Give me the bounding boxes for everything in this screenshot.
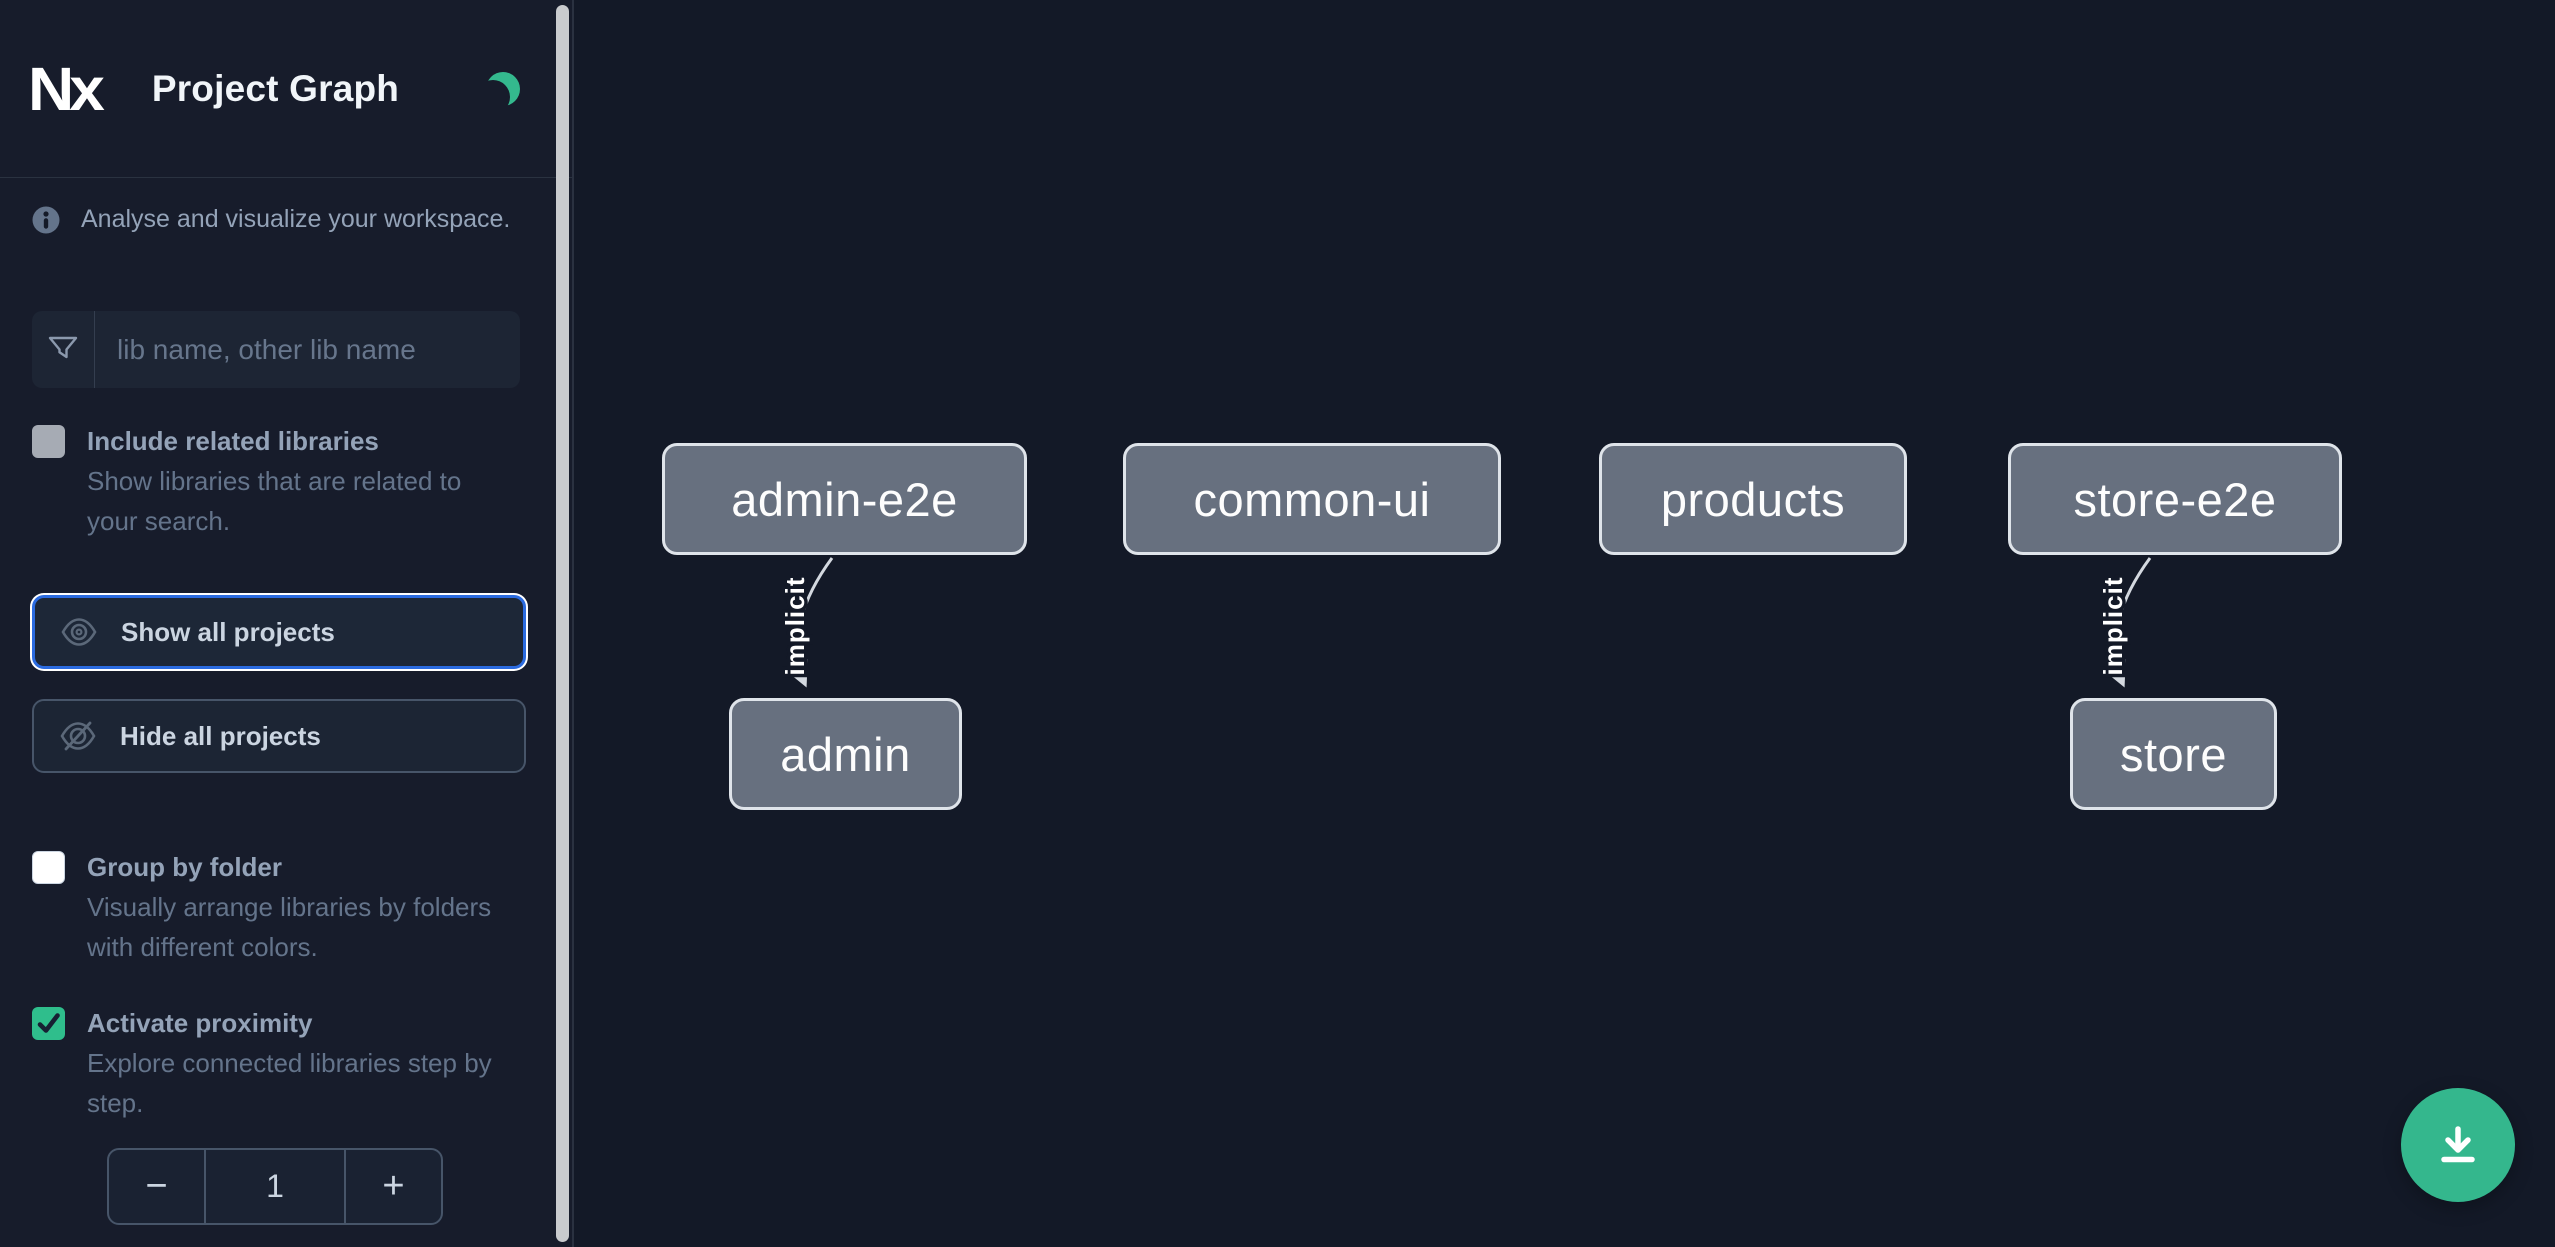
- eye-icon: [61, 618, 97, 646]
- sidebar-header: Nx Project Graph: [0, 0, 572, 178]
- node-admin-e2e[interactable]: admin-e2e: [662, 443, 1027, 555]
- include-related-label: Include related libraries: [87, 426, 379, 456]
- filter-input[interactable]: [95, 311, 520, 388]
- node-products[interactable]: products: [1599, 443, 1907, 555]
- node-common-ui[interactable]: common-ui: [1123, 443, 1501, 555]
- checkmark-icon: [37, 1013, 60, 1033]
- sidebar-scrollbar[interactable]: [556, 5, 569, 1242]
- group-by-folder-checkbox[interactable]: [32, 851, 65, 884]
- theme-toggle-moon-icon[interactable]: [486, 72, 520, 106]
- hide-all-projects-button[interactable]: Hide all projects: [32, 699, 526, 773]
- proximity-depth-value: 1: [266, 1168, 284, 1204]
- intro-text: Analyse and visualize your workspace.: [81, 205, 511, 233]
- edge-admin-e2e-to-admin: implicit: [777, 557, 834, 688]
- include-related-description: Show libraries that are related to your …: [87, 466, 462, 536]
- node-store-e2e[interactable]: store-e2e: [2008, 443, 2342, 555]
- include-related-row: Include related libraries Show libraries…: [32, 423, 540, 541]
- info-icon: [32, 206, 60, 233]
- funnel-icon: [48, 336, 78, 358]
- download-graph-button[interactable]: [2401, 1088, 2515, 1202]
- filter-icon-cell: [32, 311, 95, 388]
- show-all-projects-button[interactable]: Show all projects: [32, 595, 526, 669]
- activate-proximity-description: Explore connected libraries step by step…: [87, 1048, 492, 1118]
- graph-canvas[interactable]: implicit implicit admin-e2e common-ui pr…: [574, 0, 2555, 1247]
- sidebar: Nx Project Graph Analyse and visualize y…: [0, 0, 574, 1247]
- eye-off-icon: [60, 721, 96, 751]
- graph-edges: implicit implicit: [777, 557, 2152, 688]
- proximity-increment-button[interactable]: +: [344, 1150, 441, 1223]
- show-all-projects-label: Show all projects: [121, 616, 335, 647]
- download-icon: [2441, 1126, 2475, 1163]
- nx-logo: Nx: [28, 53, 105, 124]
- edge-label-implicit: implicit: [2098, 576, 2128, 675]
- edge-label-implicit: implicit: [780, 576, 810, 675]
- page-title: Project Graph: [151, 67, 400, 109]
- group-by-folder-label: Group by folder: [87, 852, 282, 882]
- include-related-checkbox[interactable]: [32, 425, 65, 458]
- activate-proximity-checkbox[interactable]: [32, 1007, 65, 1040]
- filter-bar: [32, 311, 520, 388]
- proximity-depth-stepper: − 1 +: [107, 1148, 443, 1225]
- proximity-decrement-button[interactable]: −: [109, 1150, 206, 1223]
- node-admin[interactable]: admin: [729, 698, 962, 810]
- intro-row: Analyse and visualize your workspace.: [32, 205, 540, 234]
- edge-store-e2e-to-store: implicit: [2095, 557, 2152, 688]
- activate-proximity-row: Activate proximity Explore connected lib…: [32, 1005, 540, 1123]
- hide-all-projects-label: Hide all projects: [120, 720, 321, 751]
- node-store[interactable]: store: [2070, 698, 2277, 810]
- sidebar-body: Analyse and visualize your workspace. In…: [0, 205, 572, 1225]
- group-by-folder-description: Visually arrange libraries by folders wi…: [87, 892, 492, 962]
- group-by-folder-row: Group by folder Visually arrange librari…: [32, 849, 540, 967]
- activate-proximity-label: Activate proximity: [87, 1008, 313, 1038]
